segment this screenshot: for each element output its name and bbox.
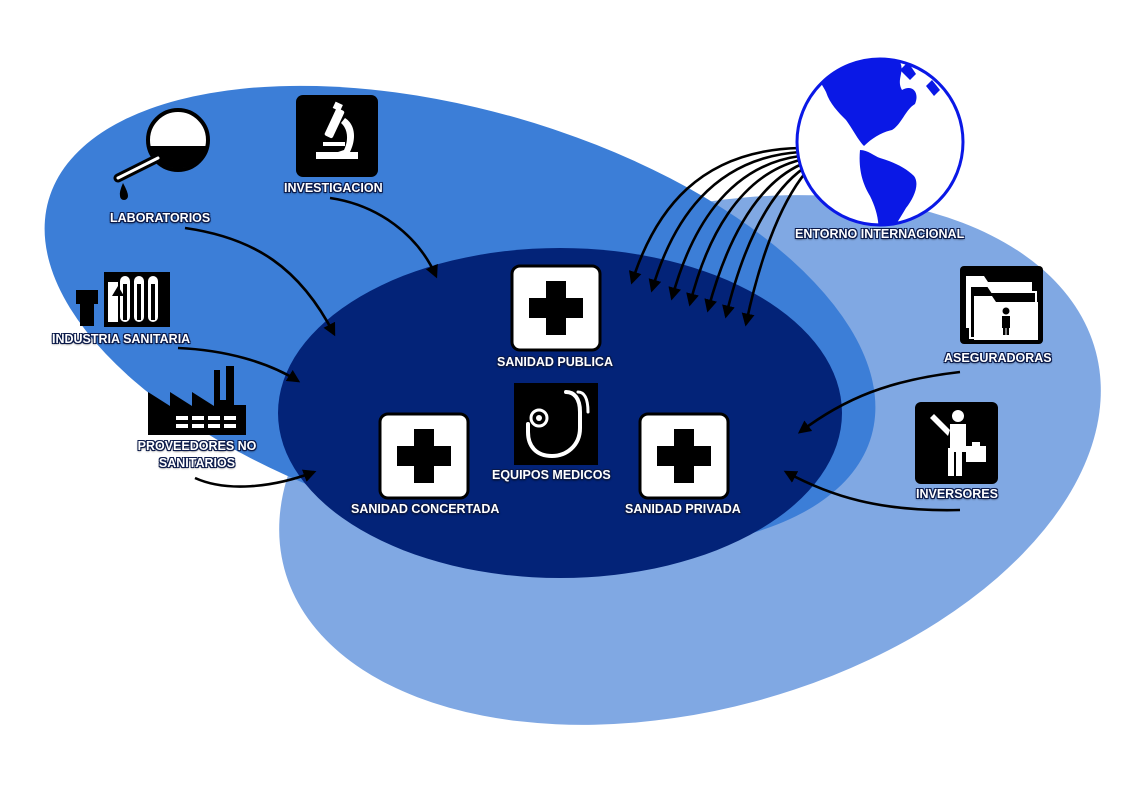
medical-cross-icon [378, 412, 470, 500]
factory-icon [148, 366, 246, 435]
arrow-entorno-4 [686, 158, 801, 307]
label-aseguradoras: ASEGURADORAS [944, 351, 1052, 365]
label-sanidad-publica: SANIDAD PUBLICA [497, 355, 613, 369]
label-sanidad-privada: SANIDAD PRIVADA [625, 502, 741, 516]
microscope-icon [296, 95, 378, 177]
flask-icon [113, 108, 210, 200]
label-inversores: INVERSORES [916, 487, 998, 501]
arrow-entorno-5 [704, 162, 803, 313]
industry-icon [76, 272, 170, 327]
arrow-aseguradoras [797, 370, 961, 434]
globe-icon [795, 57, 965, 227]
arrow-laboratorios [184, 226, 336, 337]
medical-cross-icon [638, 412, 730, 500]
label-laboratorios: LABORATORIOS [110, 211, 211, 225]
label-sanidad-concertada: SANIDAD CONCERTADA [351, 502, 500, 516]
arrow-proveedores [194, 469, 317, 488]
arrow-investigacion [329, 196, 438, 279]
arrow-industria [177, 346, 301, 383]
arrow-entorno-6 [722, 166, 805, 319]
arrows [177, 146, 961, 512]
stethoscope-icon [514, 383, 598, 465]
arrow-entorno-7 [741, 171, 808, 327]
investor-icon [915, 402, 998, 484]
arrow-entorno-1 [628, 146, 801, 285]
arrow-entorno-2 [648, 150, 801, 293]
folders-icon [960, 266, 1043, 344]
label-equipos-medicos: EQUIPOS MEDICOS [492, 468, 611, 482]
arrow-inversores [783, 470, 961, 512]
arrow-entorno-3 [668, 154, 801, 301]
label-investigacion: INVESTIGACION [284, 181, 383, 195]
medical-cross-icon [510, 264, 602, 352]
label-industria-sanitaria: INDUSTRIA SANITARIA [52, 332, 191, 346]
label-proveedores: PROVEEDORES NO SANITARIOS [137, 439, 257, 470]
label-entorno-internacional: ENTORNO INTERNACIONAL [795, 227, 965, 241]
